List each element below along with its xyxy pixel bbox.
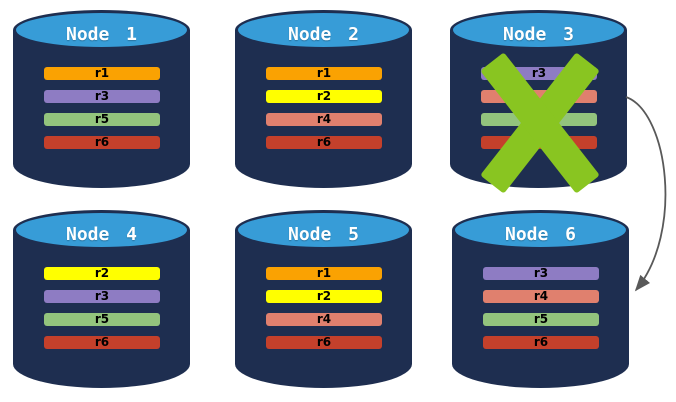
replica-bar: r1: [266, 67, 382, 80]
node-title: Node 4: [65, 224, 138, 245]
cylinder-top: Node 2: [235, 10, 412, 50]
node-title: Node 5: [287, 224, 360, 245]
node-title: Node 6: [504, 224, 577, 245]
node-1: Node 1 r1 r3 r5 r6: [13, 10, 190, 188]
replica-list: r1 r2 r4 r6: [266, 267, 382, 359]
replica-bar: r2: [44, 267, 160, 280]
cylinder-body: [13, 230, 190, 388]
replica-bar: r2: [266, 290, 382, 303]
replica-bar: r4: [266, 313, 382, 326]
replica-bar: r3: [44, 290, 160, 303]
replica-bar: r3: [44, 90, 160, 103]
rebalance-arrow-path: [625, 96, 667, 292]
replica-bar: r1: [266, 267, 382, 280]
cylinder-top: Node 6: [452, 210, 629, 250]
node-title: Node 2: [287, 24, 360, 45]
replica-bar: r2: [266, 90, 382, 103]
replica-bar: r6: [266, 136, 382, 149]
cylinder-top: Node 1: [13, 10, 190, 50]
node-title: Node 3: [502, 24, 575, 45]
cylinder-top: Node 3: [450, 10, 627, 50]
replica-bar: [481, 113, 597, 126]
replica-bar: r6: [483, 336, 599, 349]
replica-bar: r4: [483, 290, 599, 303]
node-title: Node 1: [65, 24, 138, 45]
cylinder-top: Node 4: [13, 210, 190, 250]
replica-bar: r3: [483, 267, 599, 280]
replica-list: r3 r4 r5 r6: [483, 267, 599, 359]
replica-list: r1 r2 r4 r6: [266, 67, 382, 159]
cylinder-body: [235, 30, 412, 188]
replica-bar: r5: [483, 313, 599, 326]
replica-bar: r1: [44, 67, 160, 80]
replica-list: r1 r3 r5 r6: [44, 67, 160, 159]
replica-list: r3: [481, 67, 597, 159]
cylinder-body: [235, 230, 412, 388]
cylinder-body: [13, 30, 190, 188]
replica-bar: r5: [44, 313, 160, 326]
replica-bar: [481, 90, 597, 103]
replica-bar: r6: [44, 136, 160, 149]
node-4: Node 4 r2 r3 r5 r6: [13, 210, 190, 388]
node-3: Node 3 r3: [450, 10, 627, 194]
replica-bar: r6: [266, 336, 382, 349]
replica-bar: [481, 136, 597, 149]
replica-bar: r3: [481, 67, 597, 80]
replica-bar: r5: [44, 113, 160, 126]
cylinder-top: Node 5: [235, 210, 412, 250]
node-2: Node 2 r1 r2 r4 r6: [235, 10, 412, 188]
replica-bar: r4: [266, 113, 382, 126]
node-6: Node 6 r3 r4 r5 r6: [452, 210, 629, 388]
cylinder-body: [452, 230, 629, 388]
replica-list: r2 r3 r5 r6: [44, 267, 160, 359]
node-5: Node 5 r1 r2 r4 r6: [235, 210, 412, 388]
replica-bar: r6: [44, 336, 160, 349]
